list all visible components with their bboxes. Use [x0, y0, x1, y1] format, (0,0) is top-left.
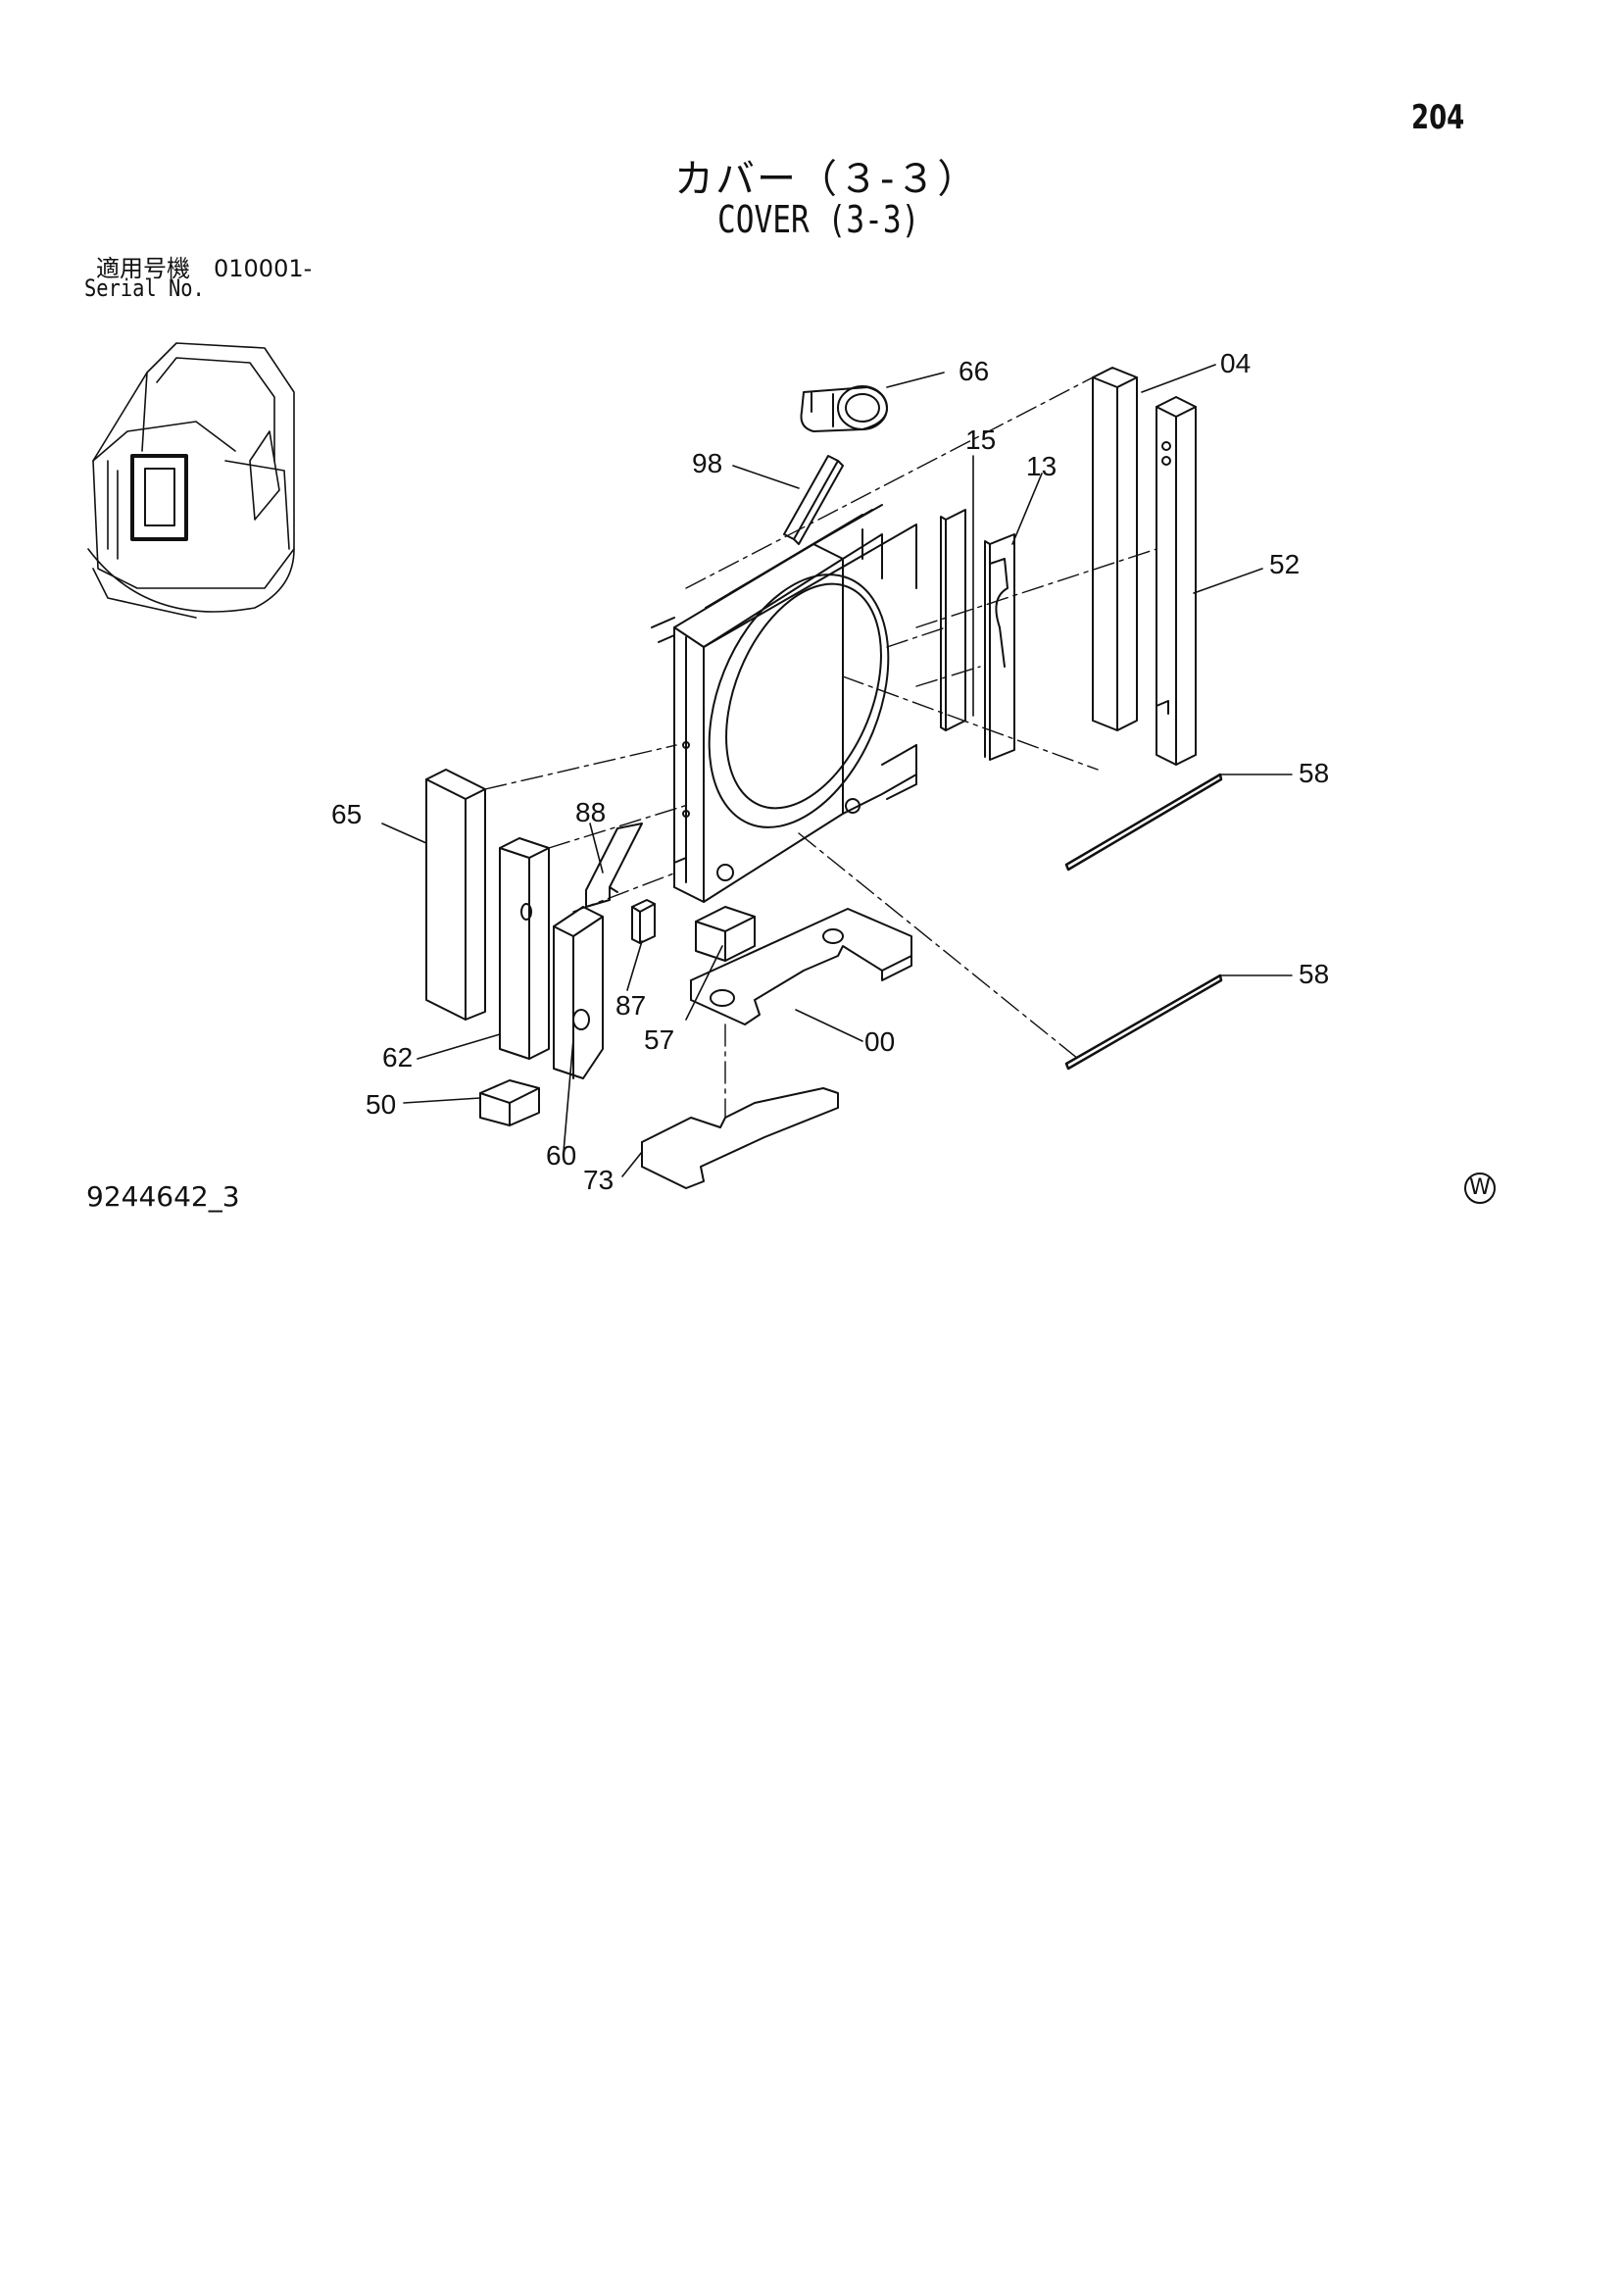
callout-57: 57 [644, 1024, 674, 1055]
callout-58-upper: 58 [1299, 758, 1329, 788]
callout-00: 00 [864, 1026, 895, 1057]
part-60-plate [553, 906, 604, 1079]
part-73-plate [641, 1087, 839, 1189]
part-58-lower-strip [1064, 973, 1223, 1071]
part-13-seal [984, 533, 1015, 761]
machine-thumbnail [87, 342, 295, 619]
part-15-seal [940, 509, 966, 731]
part-65-panel [425, 769, 486, 1021]
callout-13: 13 [1026, 451, 1057, 481]
callout-88: 88 [575, 797, 606, 827]
part-66-grommet [800, 385, 888, 432]
part-52-bracket [1156, 396, 1197, 766]
alignment-lines [484, 376, 1157, 1119]
document-id: 9244642_3 [86, 1180, 240, 1213]
callout-58-lower: 58 [1299, 959, 1329, 989]
part-00-plate [690, 908, 912, 1025]
callout-73: 73 [583, 1165, 614, 1195]
leader-lines [381, 364, 1293, 1177]
callout-04: 04 [1220, 348, 1251, 378]
part-98-strip [783, 455, 844, 545]
part-50-block [479, 1079, 540, 1126]
callout-66: 66 [959, 356, 989, 386]
serial-label-english: Serial No. [84, 275, 205, 302]
callout-98: 98 [692, 448, 722, 478]
page-title-english: COVER (3-3) [717, 198, 920, 241]
callout-15: 15 [965, 424, 996, 455]
w-mark: W [1464, 1173, 1496, 1204]
part-88-bracket [585, 823, 643, 908]
callout-87: 87 [615, 990, 646, 1021]
part-57-block [695, 906, 756, 962]
radiator-frame-assembly [651, 504, 917, 903]
callout-60: 60 [546, 1140, 576, 1171]
callout-65: 65 [331, 799, 362, 829]
callout-52: 52 [1269, 549, 1300, 579]
callout-62: 62 [382, 1042, 413, 1073]
part-87-block [631, 899, 656, 944]
part-62-panel [499, 837, 550, 1060]
page-title-japanese: カバー（３-３） [674, 157, 979, 202]
callout-50: 50 [366, 1089, 396, 1120]
page-number: 204 [1411, 98, 1465, 137]
part-04-bar [1092, 367, 1138, 731]
part-58-upper-strip [1064, 773, 1223, 872]
serial-label-japanese: 適用号機 010001- [96, 255, 313, 282]
